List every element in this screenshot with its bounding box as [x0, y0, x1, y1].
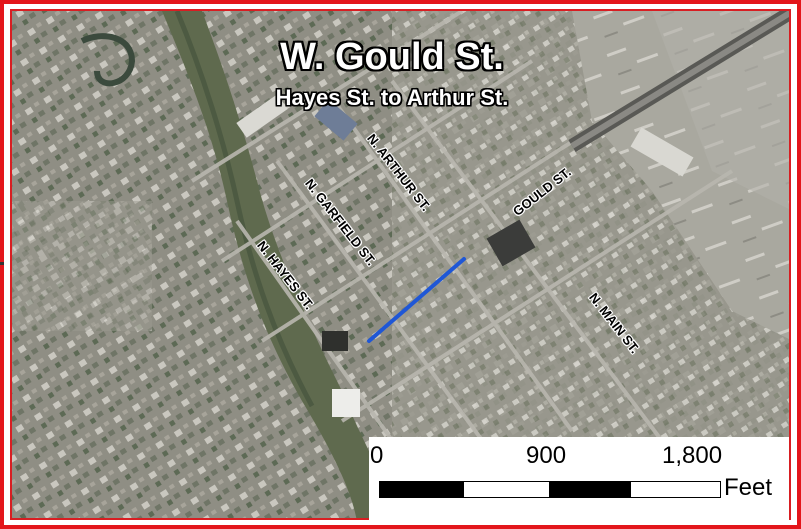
highlighted-segment [367, 257, 466, 343]
map-title: W. Gould St. [280, 36, 504, 78]
map-subtitle: Hayes St. to Arthur St. [275, 85, 509, 110]
frame-marker [0, 262, 4, 265]
scale-bar-panel [369, 437, 789, 520]
scale-units: Feet [724, 474, 773, 501]
scale-tick-900: 900 [526, 442, 567, 469]
scale-tick-0: 0 [370, 442, 384, 469]
scale-bar [379, 481, 721, 498]
aerial-map[interactable]: W. Gould St. Hayes St. to Arthur St. N. … [10, 9, 791, 520]
scale-tick-1800: 1,800 [662, 442, 723, 469]
aerial-imagery [12, 11, 789, 518]
